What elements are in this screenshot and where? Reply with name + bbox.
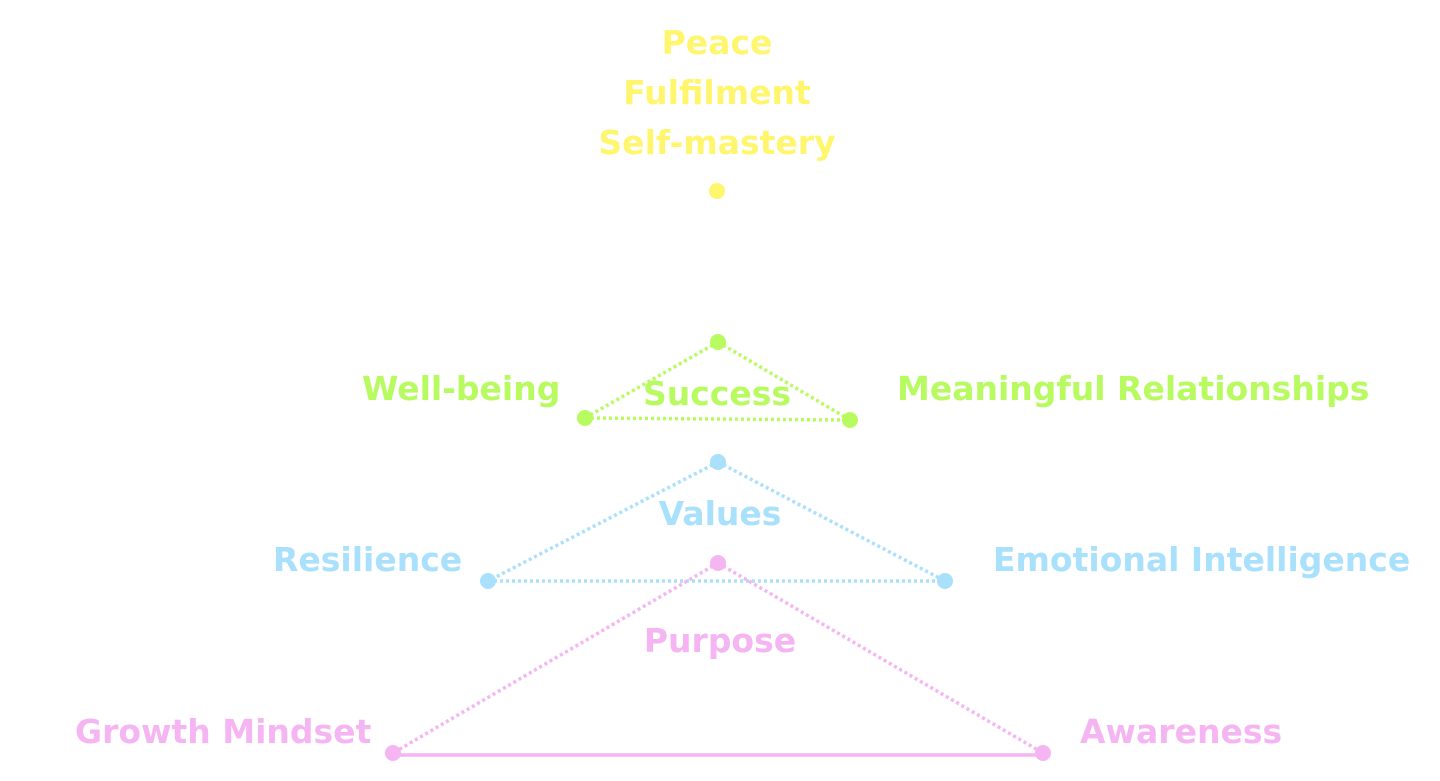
apex-label-fulfilment: Fulfilment: [623, 73, 811, 112]
values-edge-left: [487, 460, 719, 583]
success-edge-right: [717, 340, 851, 422]
success-edge-left: [584, 340, 719, 420]
label-values: Values: [658, 494, 782, 533]
success-node-top: [710, 334, 726, 350]
label-growth-mindset: Growth Mindset: [75, 712, 372, 751]
values-node-right: [937, 573, 953, 589]
purpose-node-left: [385, 745, 401, 761]
success-node-left: [577, 410, 593, 426]
apex-label-stack: Peace Fulfilment Self-mastery: [598, 18, 835, 168]
success-triangle: [584, 340, 851, 422]
label-awareness: Awareness: [1080, 712, 1283, 751]
purpose-triangle: [392, 561, 1044, 757]
values-node-top: [710, 454, 726, 470]
values-edge-right: [717, 460, 946, 583]
label-success: Success: [642, 374, 792, 413]
purpose-node-top: [710, 555, 726, 571]
apex-label-self-mastery: Self-mastery: [598, 123, 836, 162]
apex-label-peace: Peace: [661, 23, 773, 62]
success-edge-base: [584, 416, 851, 422]
label-emotional-intelligence: Emotional Intelligence: [993, 540, 1411, 579]
purpose-node-right: [1035, 745, 1051, 761]
purpose-edge-left: [392, 561, 719, 755]
values-triangle: [487, 460, 946, 583]
purpose-edge-right: [717, 561, 1044, 755]
values-node-left: [480, 573, 496, 589]
success-node-right: [842, 412, 858, 428]
apex-node: [709, 183, 725, 199]
label-purpose: Purpose: [643, 621, 797, 660]
label-meaningful-relationships: Meaningful Relationships: [897, 369, 1370, 408]
label-well-being: Well-being: [362, 369, 561, 408]
label-resilience: Resilience: [273, 540, 463, 579]
